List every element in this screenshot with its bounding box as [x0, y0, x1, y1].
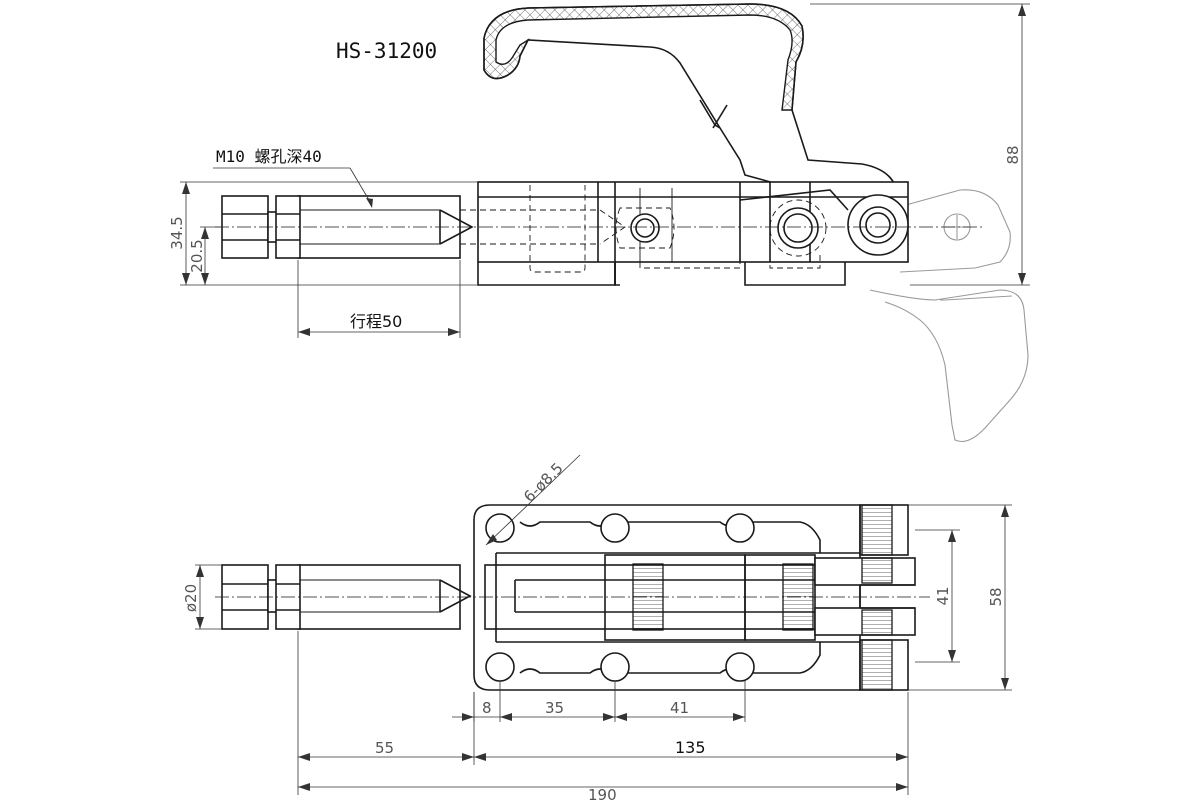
dim-diameter-20: ø20 [182, 564, 222, 630]
holes-callout-text: 6-ø8.5 [520, 459, 567, 506]
dim-35-text: 35 [545, 699, 564, 717]
dim-diameter-20-text: ø20 [182, 584, 200, 612]
dim-stroke-50-text: 行程50 [350, 312, 402, 331]
dim-hole-spacing: 8 35 41 [452, 681, 746, 722]
dim-190: 190 [298, 783, 908, 800]
dim-41-text: 41 [670, 699, 689, 717]
dim-width-58: 58 [908, 504, 1012, 691]
dim-width-41: 41 [915, 529, 960, 663]
thread-note-text: M10 螺孔深40 [216, 147, 322, 166]
pivot-pins [615, 194, 909, 257]
dim-20-5-text: 20.5 [188, 239, 206, 272]
top-view: 6-ø8.5 ø20 41 58 [182, 454, 1012, 800]
dim-88-text: 88 [1004, 145, 1022, 164]
dim-8-text: 8 [482, 699, 492, 717]
dim-20-5: 20.5 [188, 226, 222, 285]
dim-34-5-text: 34.5 [168, 216, 186, 249]
dim-55-135: 55 135 [297, 631, 909, 795]
thread-note: M10 螺孔深40 [213, 147, 373, 208]
dim-88: 88 [810, 3, 1030, 286]
mounting-holes [485, 513, 755, 682]
side-view: M10 螺孔深40 88 34.5 [168, 3, 1030, 443]
handle [483, 3, 899, 212]
part-number-title: HS-31200 [336, 39, 437, 63]
dim-stroke-50: 行程50 [297, 260, 461, 338]
dim-190-text: 190 [588, 786, 617, 800]
dim-55-text: 55 [375, 739, 394, 757]
dim-34-5: 34.5 [168, 181, 478, 286]
dim-135-text: 135 [675, 738, 706, 757]
dim-width-58-text: 58 [987, 587, 1005, 606]
knurled-pins [632, 504, 909, 691]
clamp-body [477, 181, 909, 286]
dim-width-41-text: 41 [934, 586, 952, 605]
